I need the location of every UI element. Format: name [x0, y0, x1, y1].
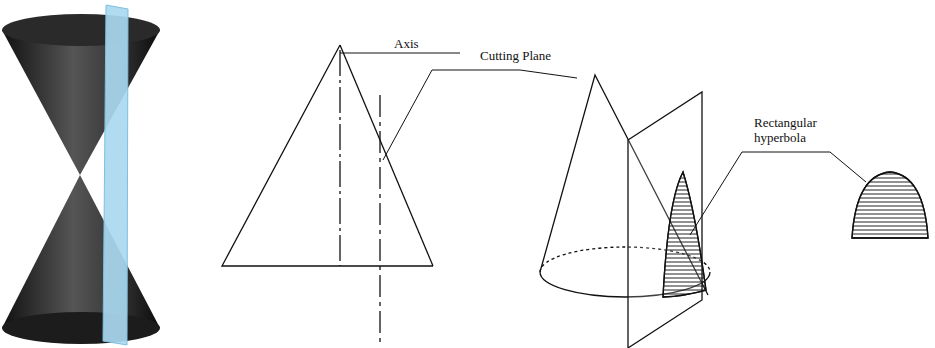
- part-label: Axis: [392, 36, 421, 51]
- cone-elevation: [222, 45, 577, 346]
- part-label: Cutting Plane: [478, 48, 553, 63]
- double-cone: [2, 5, 160, 345]
- hyperbola-section: [852, 172, 928, 238]
- part-label: Rectangular hyperbola: [752, 115, 846, 145]
- cone-section: [540, 75, 866, 348]
